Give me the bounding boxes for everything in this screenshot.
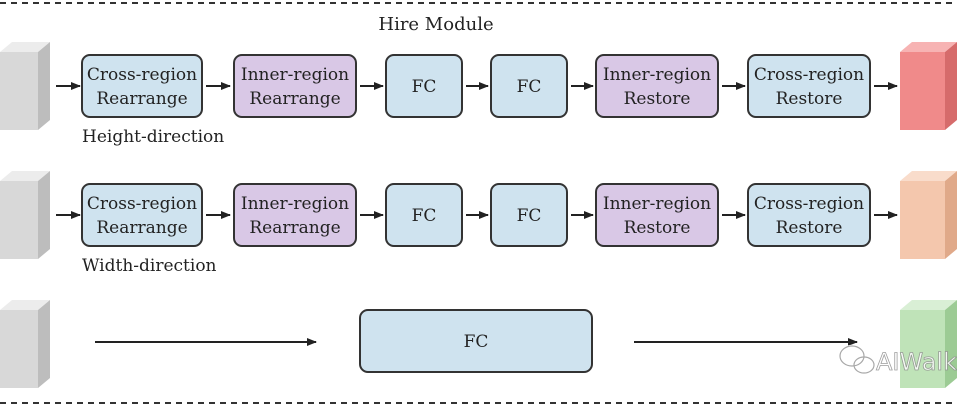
input-tensor-cube <box>0 300 50 388</box>
block-label-line2: Restore <box>624 89 691 109</box>
block-label-line2: Restore <box>624 218 691 238</box>
height-direction-row: Cross-region Rearrange Inner-region Rear… <box>0 42 957 147</box>
direction-label: Height-direction <box>82 127 224 147</box>
block-label-line2: Restore <box>776 218 843 238</box>
block-label-line1: Inner-region <box>241 65 349 85</box>
block-label: FC <box>517 206 542 226</box>
output-tensor-cube-peach <box>900 171 957 259</box>
block-label-line2: Rearrange <box>96 89 187 109</box>
channel-fc-row: FC <box>0 300 957 388</box>
block-label-line2: Rearrange <box>249 218 340 238</box>
width-direction-row: Cross-region Rearrange Inner-region Rear… <box>0 171 957 276</box>
cross-region-restore-block: Cross-region Restore <box>747 183 871 247</box>
block-label-line1: Cross-region <box>754 194 864 214</box>
block-label-line1: Cross-region <box>87 194 197 214</box>
input-tensor-cube <box>0 42 50 130</box>
inner-region-rearrange-block: Inner-region Rearrange <box>233 54 357 118</box>
module-title: Hire Module <box>378 14 493 35</box>
input-tensor-cube <box>0 171 50 259</box>
inner-region-restore-block: Inner-region Restore <box>595 54 719 118</box>
block-label-line2: Rearrange <box>96 218 187 238</box>
block-label-line1: Cross-region <box>87 65 197 85</box>
block-label: FC <box>464 332 489 352</box>
inner-region-restore-block: Inner-region Restore <box>595 183 719 247</box>
block-label-line1: Inner-region <box>603 65 711 85</box>
inner-region-rearrange-block: Inner-region Rearrange <box>233 183 357 247</box>
block-label-line1: Cross-region <box>754 65 864 85</box>
cross-region-restore-block: Cross-region Restore <box>747 54 871 118</box>
block-label: FC <box>412 77 437 97</box>
fc-block: FC <box>385 54 463 118</box>
wechat-icon-outline <box>839 345 875 374</box>
watermark: AIWalker <box>838 344 957 376</box>
block-label-line2: Rearrange <box>249 89 340 109</box>
fc-block: FC <box>385 183 463 247</box>
block-label: FC <box>412 206 437 226</box>
block-label-line1: Inner-region <box>603 194 711 214</box>
output-tensor-cube-green <box>900 300 957 388</box>
fc-block: FC <box>359 309 593 373</box>
fc-block: FC <box>490 183 568 247</box>
fc-block: FC <box>490 54 568 118</box>
block-label: FC <box>517 77 542 97</box>
direction-label: Width-direction <box>82 256 217 276</box>
output-tensor-cube-red <box>900 42 957 130</box>
block-label-line2: Restore <box>776 89 843 109</box>
watermark-text: AIWalker <box>876 348 957 376</box>
cross-region-rearrange-block: Cross-region Rearrange <box>81 183 203 247</box>
cross-region-rearrange-block: Cross-region Rearrange <box>81 54 203 118</box>
block-label-line1: Inner-region <box>241 194 349 214</box>
